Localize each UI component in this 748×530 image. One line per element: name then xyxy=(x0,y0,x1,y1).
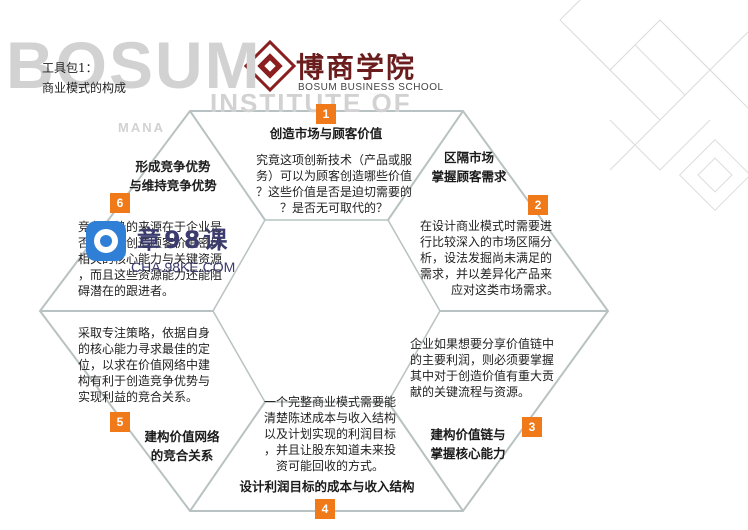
step-badge-4: 4 xyxy=(315,499,335,519)
inner-hexagon xyxy=(213,220,440,402)
segment-2-title: 区隔市场掌握顾客需求 xyxy=(431,150,507,184)
segment-3-title: 建构价值链与掌握核心能力 xyxy=(430,427,506,461)
brand-emblem-icon xyxy=(243,39,297,93)
step-badge-1: 1 xyxy=(316,104,336,124)
brand-watermark-sub: INSTITUTE OF xyxy=(210,88,412,118)
segment-6-title: 形成竞争优势与维持竞争优势 xyxy=(129,159,217,193)
segment-4-body: 一个完整商业模式需要能清楚陈述成本与收入结构以及计划实现的利润目标，并且让股东知… xyxy=(263,395,396,473)
step-badge-5: 5 xyxy=(110,412,130,432)
toolkit-title: 工具包1： xyxy=(42,61,98,75)
segment-2-body: 在设计商业模式时需要进行比较深入的市场区隔分析，设法发掘尚未满足的需求，并以差异… xyxy=(420,219,559,297)
brand-watermark: BOSUM xyxy=(6,28,262,102)
segment-1-title: 创造市场与顾客价值 xyxy=(269,126,383,141)
segment-dividers xyxy=(40,110,608,512)
brand-name-en: BOSUM BUSINESS SCHOOL xyxy=(298,82,444,93)
segment-1-body: 究竟这项创新技术（产品或服务）可以为顾客创造哪些价值？这些价值是否是迫切需要的？… xyxy=(255,153,412,215)
segment-5-body: 采取专注策略，依据自身的核心能力寻求最佳的定位，以求在价值网络中建构有利于创造竞… xyxy=(78,326,211,404)
brand-watermark-sub2: MANA xyxy=(118,120,165,135)
brand-name: 博商学院 xyxy=(296,51,417,84)
lattice-decoration xyxy=(559,0,748,212)
segment-4-title: 设计利润目标的成本与收入结构 xyxy=(239,479,415,494)
overlay-watermark-url: CHA.98KE.COM xyxy=(131,259,236,275)
watermark-logo-icon xyxy=(86,221,126,261)
segment-3-body: 企业如果想要分享价值链中的主要利润，则必须要掌握其中对于创造价值有重大贡献的关键… xyxy=(410,337,555,399)
toolkit-caption: 工具包1： 商业模式的构成 xyxy=(42,58,126,98)
inner-edges xyxy=(212,219,441,403)
segment-5-title: 建构价值网络的竞合关系 xyxy=(144,429,220,463)
step-badge-2: 2 xyxy=(528,195,548,215)
step-badge-6: 6 xyxy=(110,193,130,213)
overlay-watermark-text: 章98课 xyxy=(137,226,231,254)
step-badge-3: 3 xyxy=(522,417,542,437)
toolkit-subtitle: 商业模式的构成 xyxy=(42,81,127,95)
